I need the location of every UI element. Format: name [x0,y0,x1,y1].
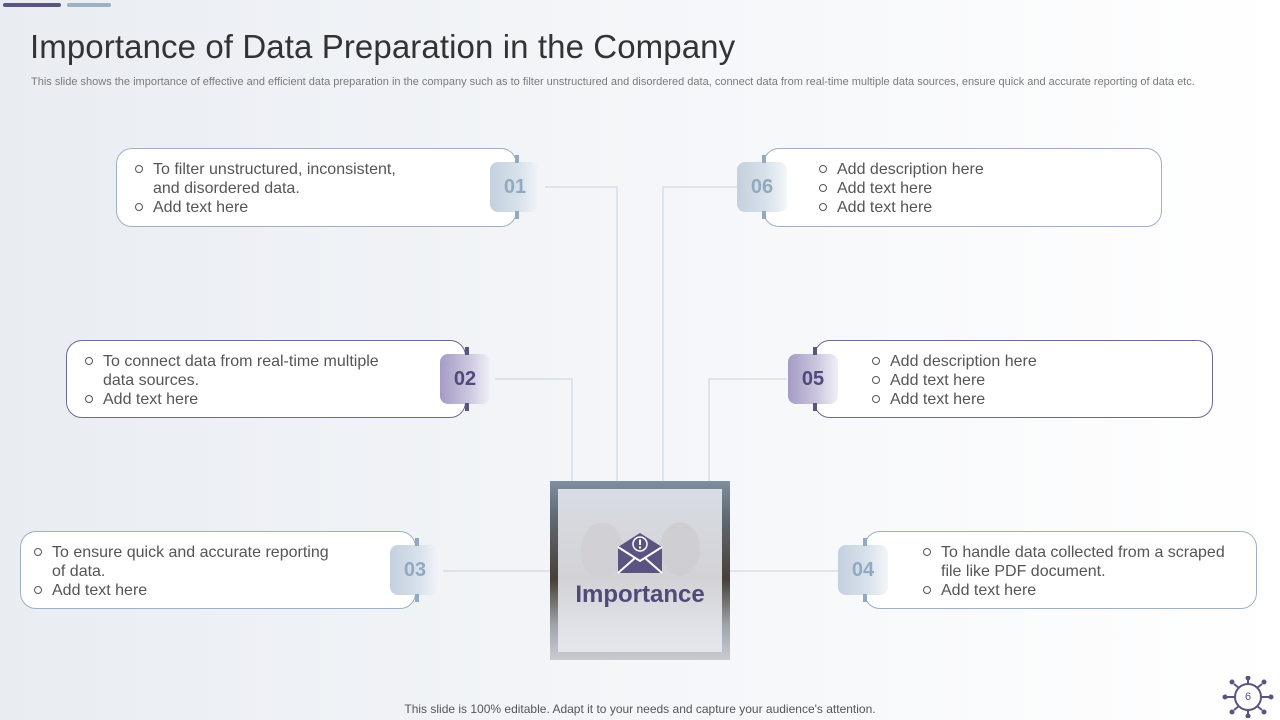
item-box-04: To handle data collected from a scraped … [864,531,1257,609]
connector-02 [495,378,573,481]
item-04-point-1: To handle data collected from a scraped … [923,543,1231,581]
bullet-icon [85,395,93,403]
item-badge-03: 03 [390,538,440,602]
bullet-icon [923,586,931,594]
bullet-icon [34,548,42,556]
page-number: 6 [1244,691,1252,703]
item-01-point-2: Add text here [135,198,426,217]
item-04-point-2: Add text here [923,581,1231,600]
item-box-01: To filter unstructured, inconsistent, an… [116,148,517,227]
item-03-point-2: Add text here [34,581,330,600]
footer-note: This slide is 100% editable. Adapt it to… [404,702,876,716]
item-06-point-3: Add text here [819,198,1141,217]
item-02-point-1: To connect data from real-time multiple … [85,352,380,390]
bullet-icon [923,548,931,556]
connector-05 [708,378,787,481]
bullet-icon [85,357,93,365]
item-box-03: To ensure quick and accurate reporting o… [20,531,416,609]
accent-bar-purple [3,3,61,7]
connector-01 [545,186,618,481]
slide-title: Importance of Data Preparation in the Co… [30,28,736,65]
item-06-point-2: Add text here [819,179,1141,198]
item-05-point-1: Add description here [872,352,1192,371]
item-box-06: Add description here Add text here Add t… [763,148,1162,227]
item-box-02: To connect data from real-time multiple … [66,340,466,418]
item-05-point-2: Add text here [872,371,1192,390]
item-03-point-1: To ensure quick and accurate reporting o… [34,543,330,581]
envelope-alert-icon [617,533,663,574]
bullet-icon [135,165,143,173]
slide-subtitle: This slide shows the importance of effec… [31,76,1195,88]
item-06-point-1: Add description here [819,160,1141,179]
item-05-point-3: Add text here [872,390,1192,409]
connector-06 [662,186,737,481]
bullet-icon [872,357,880,365]
bullet-icon [135,203,143,211]
center-label: Importance [575,581,705,608]
item-badge-02: 02 [440,347,490,411]
bullet-icon [872,395,880,403]
item-badge-01: 01 [490,155,540,219]
bullet-icon [34,586,42,594]
item-badge-04: 04 [838,538,888,602]
bullet-icon [819,203,827,211]
accent-bar-light [67,3,111,7]
item-box-05: Add description here Add text here Add t… [814,340,1213,418]
item-02-point-2: Add text here [85,390,380,409]
item-badge-05: 05 [788,347,838,411]
bullet-icon [872,376,880,384]
center-image: Importance [550,481,730,660]
bullet-icon [819,165,827,173]
gear-network-icon [1222,676,1274,718]
bullet-icon [819,184,827,192]
item-01-point-1: To filter unstructured, inconsistent, an… [135,160,426,198]
item-badge-06: 06 [737,155,787,219]
